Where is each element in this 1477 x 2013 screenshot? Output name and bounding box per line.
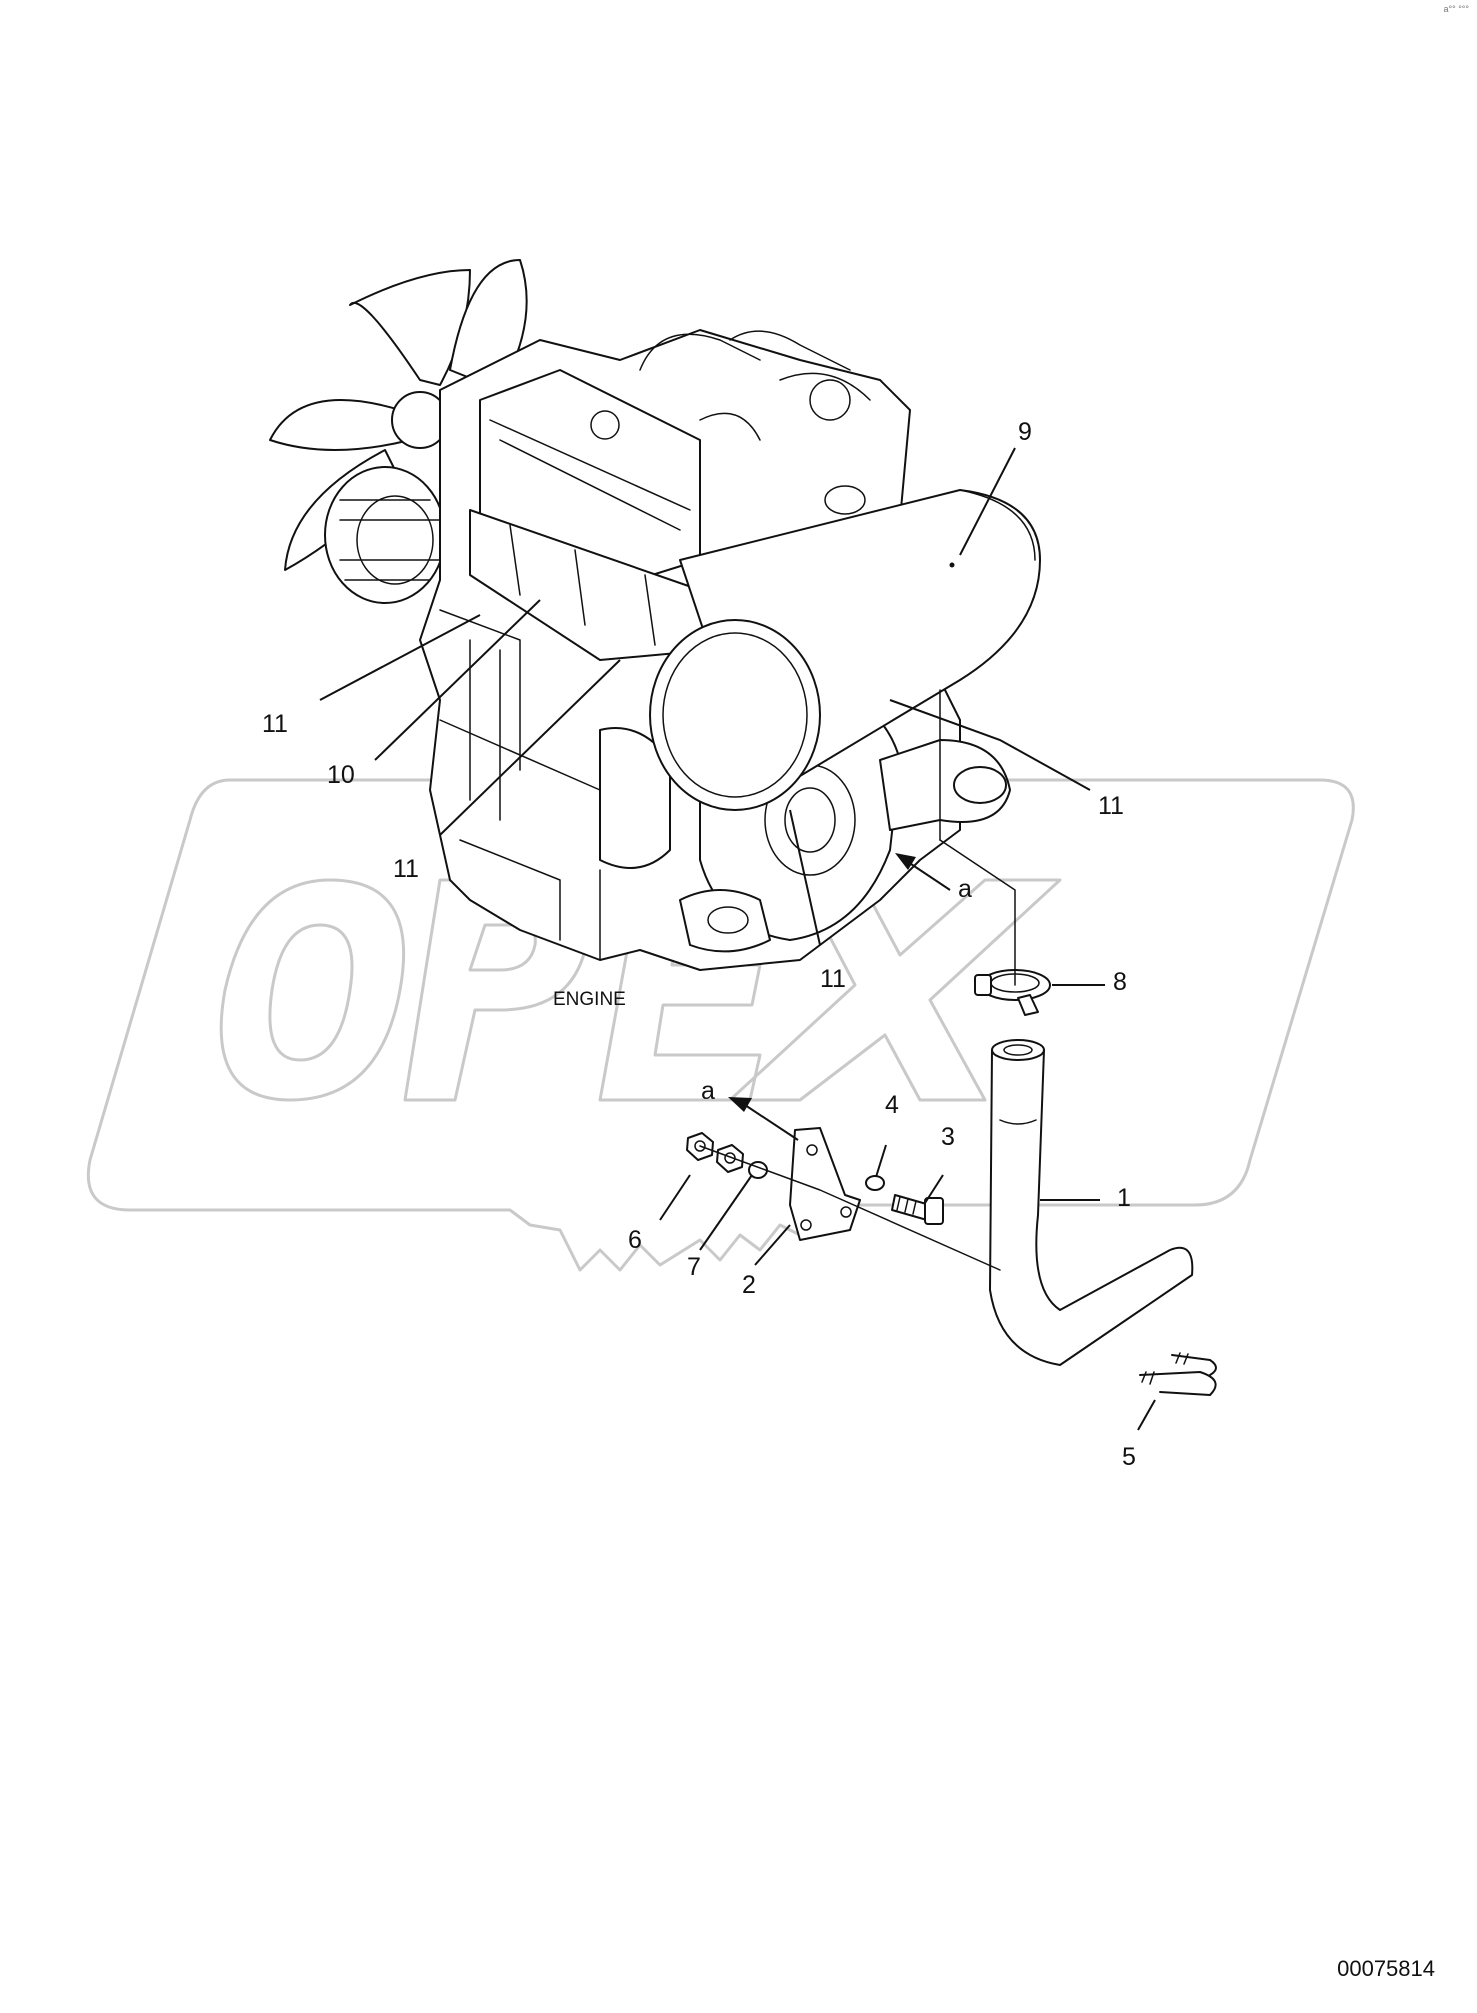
callout-4: 4: [885, 1091, 899, 1119]
view-marker-label: a: [958, 875, 972, 903]
corner-mark: a°° °°°: [1443, 4, 1469, 14]
callouts: 9 11 10 11 11 11 8 1 3 4 5 6 7 2: [262, 418, 1136, 1471]
callout-3: 3: [941, 1123, 955, 1151]
heat-shield: [469, 509, 711, 661]
u-bolt: [1139, 1352, 1217, 1396]
callout-1: 1: [1117, 1184, 1131, 1212]
callout-7: 7: [687, 1253, 701, 1281]
watermark-text: OPEX: [745, 1154, 748, 1156]
view-arrow-lower: a: [701, 1077, 799, 1141]
muffler: [649, 489, 1041, 811]
engine-label: ENGINE: [553, 989, 626, 1010]
callout-9: 9: [1018, 418, 1032, 446]
engine-assembly: [269, 259, 1011, 971]
callout-leaders: [319, 447, 1156, 1431]
mounting-bracket: [789, 1127, 861, 1241]
alignment-lines: [699, 689, 1016, 1271]
document-number: 00075814: [1337, 1956, 1435, 1981]
view-marker-label: a: [701, 1077, 715, 1105]
callout-8: 8: [1113, 968, 1127, 996]
alternator: [324, 466, 446, 604]
exhaust-clamp: [974, 969, 1051, 1016]
callout-5: 5: [1122, 1443, 1136, 1471]
callout-11: 11: [393, 855, 419, 883]
tail-pipe: [989, 1039, 1194, 1366]
bolt: [891, 1194, 944, 1225]
view-arrow-upper: a: [895, 853, 972, 903]
callout-6: 6: [628, 1226, 642, 1254]
callout-11: 11: [262, 710, 288, 738]
callout-11: 11: [820, 965, 846, 993]
callout-11: 11: [1098, 792, 1124, 820]
washer-4: [865, 1175, 885, 1191]
nuts: [686, 1132, 744, 1173]
callout-10: 10: [327, 761, 355, 789]
callout-2: 2: [742, 1271, 756, 1299]
